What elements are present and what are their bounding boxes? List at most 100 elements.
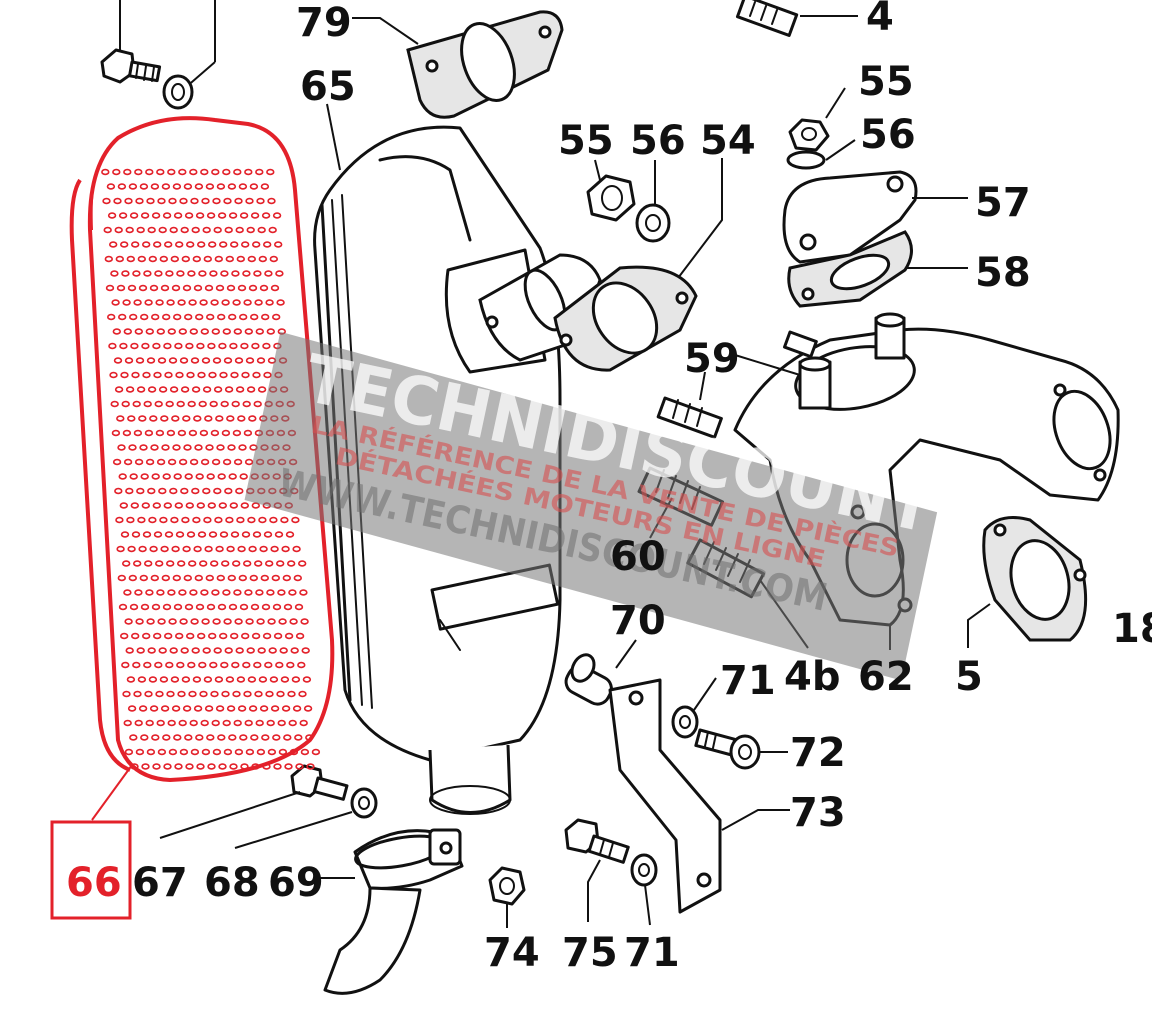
perforation-hole	[146, 618, 155, 625]
perforation-hole	[265, 299, 274, 306]
perforation-hole	[106, 313, 116, 321]
perforation-hole	[127, 284, 137, 292]
perforation-hole	[195, 212, 205, 219]
perforation-hole	[288, 589, 297, 596]
perforation-hole	[149, 284, 159, 292]
perforation-hole	[153, 241, 162, 248]
perforation-hole	[132, 661, 141, 669]
perforation-hole	[108, 241, 118, 248]
perforation-hole	[202, 226, 211, 234]
perforation-hole	[129, 313, 138, 321]
perforation-hole	[222, 328, 232, 335]
perforation-hole	[190, 197, 199, 205]
perforation-hole	[240, 763, 249, 770]
perforation-hole	[200, 458, 210, 466]
perforation-hole	[150, 444, 159, 451]
perforation-hole	[287, 560, 296, 567]
perforation-hole	[159, 516, 168, 524]
perforation-hole	[294, 603, 304, 611]
perforation-hole	[262, 632, 272, 640]
perforation-hole	[194, 183, 204, 190]
perforation-hole	[140, 212, 150, 219]
perforation-hole	[188, 560, 197, 567]
perforation-hole	[257, 226, 266, 234]
perforation-hole	[271, 574, 280, 582]
perforation-hole	[119, 632, 129, 640]
perforation-hole	[239, 313, 248, 321]
perforation-hole	[255, 589, 264, 596]
perforation-hole	[152, 502, 162, 509]
washer-71	[671, 677, 717, 739]
perforation-hole	[205, 183, 215, 190]
perforation-hole	[173, 313, 182, 321]
perforation-hole	[279, 647, 288, 654]
perforation-hole	[201, 357, 211, 364]
perforation-hole	[216, 574, 226, 582]
label-73: 73	[790, 790, 846, 836]
perforation-hole	[184, 313, 193, 321]
label-56-right: 56	[860, 112, 916, 158]
perforation-hole	[197, 632, 206, 640]
perforation-hole	[121, 661, 130, 669]
perforation-hole	[165, 400, 174, 408]
perforation-hole	[189, 458, 199, 466]
perforation-hole	[110, 400, 119, 408]
perforation-hole	[169, 487, 178, 495]
perforation-hole	[209, 400, 218, 408]
perforation-hole	[289, 618, 298, 625]
perforation-hole	[269, 676, 279, 683]
perforation-hole	[189, 168, 198, 176]
perforation-hole	[146, 197, 155, 205]
perforation-hole	[212, 618, 221, 625]
perforation-hole	[225, 255, 235, 263]
perforation-hole	[178, 719, 187, 727]
perforation-hole	[171, 705, 181, 712]
perforation-hole	[149, 705, 159, 712]
perforation-hole	[232, 560, 241, 567]
perforation-hole	[200, 589, 209, 596]
perforation-hole	[193, 545, 202, 553]
perforation-hole	[224, 647, 233, 654]
perforation-hole	[207, 763, 216, 770]
perforation-hole	[204, 415, 213, 422]
label-68: 68	[204, 860, 260, 906]
perforation-hole	[189, 589, 198, 596]
perforation-hole	[187, 661, 196, 669]
perforation-hole	[219, 241, 228, 248]
perforation-hole	[222, 168, 231, 176]
perforation-hole	[130, 342, 139, 350]
perforation-hole	[202, 487, 211, 495]
perforation-hole	[266, 168, 275, 176]
perforation-hole	[178, 168, 187, 176]
perforation-hole	[245, 197, 254, 205]
perforation-hole	[261, 313, 270, 321]
washer-71-lower	[630, 853, 658, 926]
perforation-hole	[161, 574, 171, 582]
perforation-hole	[248, 545, 257, 553]
perforation-hole	[171, 284, 181, 292]
perforation-hole	[116, 545, 125, 553]
perforation-hole	[198, 270, 207, 277]
perforation-hole	[137, 516, 146, 524]
perforation-hole	[133, 429, 143, 437]
perforation-hole	[166, 560, 175, 567]
perforation-hole	[114, 226, 123, 234]
perforation-hole	[114, 386, 124, 393]
perforation-hole	[164, 632, 173, 640]
perforation-hole	[257, 386, 267, 393]
perforation-hole	[112, 328, 122, 335]
perforation-hole	[227, 444, 236, 451]
perforation-hole	[278, 748, 288, 756]
perforation-hole	[288, 719, 297, 727]
perforation-hole	[222, 458, 232, 466]
perforation-hole	[273, 763, 282, 770]
label-4b: 4b	[784, 654, 840, 700]
label-71-top: 71	[720, 658, 776, 704]
perforation-hole	[157, 618, 166, 625]
perforation-hole	[214, 676, 224, 683]
perforation-hole	[249, 574, 259, 582]
perforation-hole	[132, 270, 141, 277]
perforation-hole	[305, 734, 314, 741]
perforation-hole	[195, 473, 204, 480]
